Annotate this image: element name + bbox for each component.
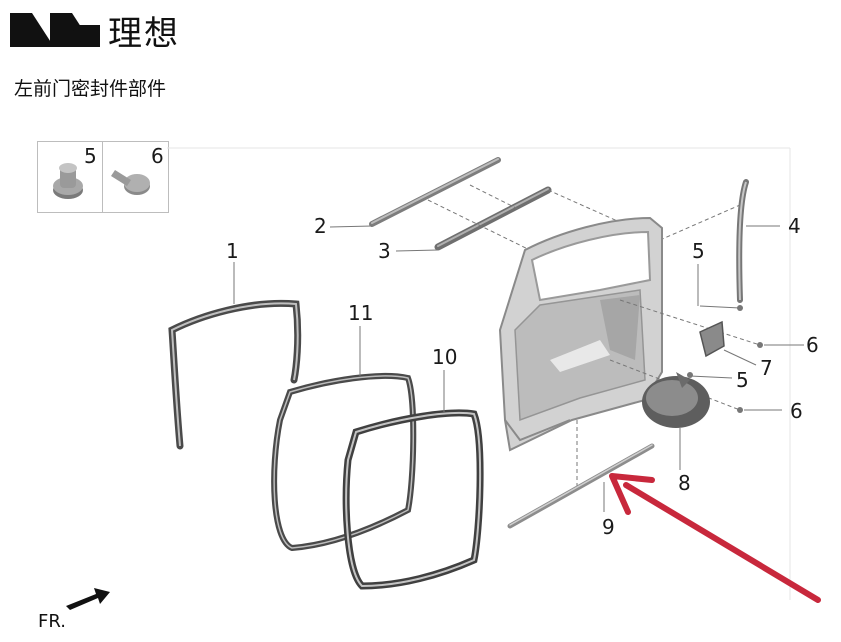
thumbnail-label: 6	[151, 144, 164, 168]
part-9-lower-seal[interactable]	[507, 443, 655, 529]
callout-6b: 6	[790, 399, 803, 423]
highlight-arrow-icon	[609, 473, 821, 603]
brand-header: 理想	[10, 8, 180, 54]
callout-10: 10	[432, 345, 457, 369]
thumbnail-clip[interactable]: 5	[38, 142, 103, 212]
part-2-belt-strip-outer[interactable]	[369, 157, 501, 227]
callout-9: 9	[602, 515, 615, 539]
page-title: 左前门密封件部件	[14, 78, 167, 100]
part-8-shield[interactable]	[642, 372, 710, 428]
callout-6: 6	[806, 333, 819, 357]
front-direction-arrow-icon	[66, 588, 110, 610]
thumbnail-screw[interactable]: 6	[103, 142, 167, 212]
callout-3: 3	[378, 239, 391, 263]
callout-2: 2	[314, 214, 327, 238]
callout-4: 4	[788, 214, 801, 238]
fastener-6-dot	[757, 342, 763, 348]
thumbnail-label: 5	[84, 144, 97, 168]
screw-fastener-icon	[111, 170, 150, 195]
part-1-frame-seal[interactable]	[168, 299, 302, 450]
door-shell[interactable]	[498, 216, 663, 452]
part-10-door-seal[interactable]	[342, 409, 484, 590]
fastener-thumbnails: 5 6	[37, 141, 169, 213]
orientation-label: FR.	[38, 611, 66, 632]
callout-5b: 5	[736, 368, 749, 392]
brand-name: 理想	[108, 13, 180, 54]
fastener-5b-dot	[687, 372, 693, 378]
part-4-pillar-seal[interactable]	[736, 179, 749, 303]
callout-5: 5	[692, 239, 705, 263]
li-auto-logo-icon	[10, 13, 100, 47]
callout-11: 11	[348, 301, 373, 325]
fastener-6b-dot	[737, 407, 743, 413]
part-7-cover[interactable]	[699, 320, 725, 358]
clip-fastener-icon	[53, 163, 83, 199]
callout-7: 7	[760, 356, 773, 380]
callout-8: 8	[678, 471, 691, 495]
part-3-belt-strip-inner[interactable]	[434, 186, 552, 251]
callout-1: 1	[226, 239, 239, 263]
part-11-body-seal[interactable]	[271, 372, 417, 552]
